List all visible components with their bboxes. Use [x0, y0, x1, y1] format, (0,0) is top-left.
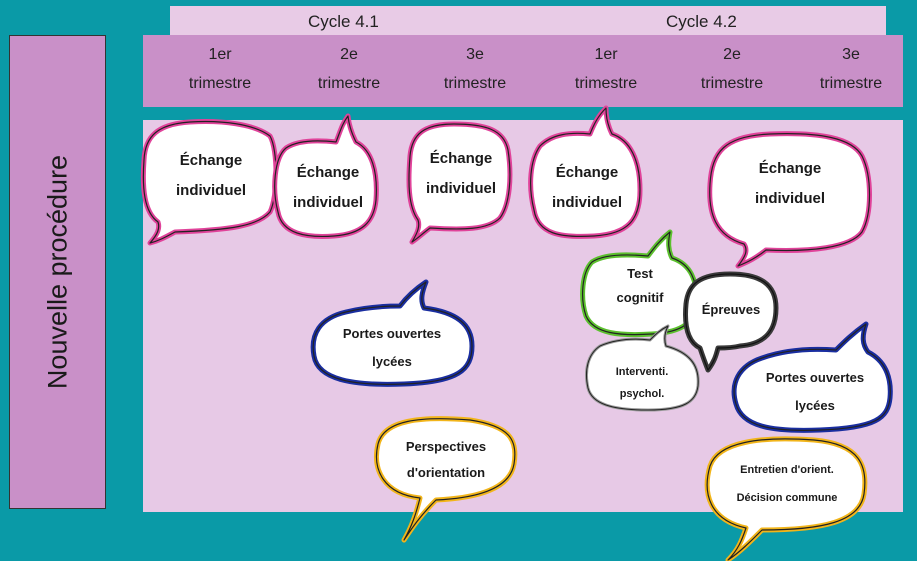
bubble-portes-ouvertes-1	[310, 279, 475, 387]
bubble-entretien	[704, 436, 868, 561]
bubble-echange-1	[140, 119, 279, 246]
bubble-perspectives	[374, 416, 518, 543]
interventi-text: Interventi.psychol.	[615, 366, 669, 400]
bubble-echange-2	[272, 113, 379, 239]
cycle-label-4-2: Cycle 4.2	[666, 12, 737, 31]
bubble-echange-3	[406, 121, 513, 245]
bubble-echange-5	[707, 131, 872, 269]
epreuves-text: Épreuves	[701, 301, 761, 317]
bubble-epreuves	[683, 271, 779, 373]
side-panel: Nouvelle procédure	[9, 35, 106, 509]
bubble-portes-ouvertes-2	[731, 321, 893, 433]
entretien-text: Entretien d'orient.Décision commune	[736, 464, 838, 504]
bubble-test-cognitif	[580, 229, 699, 338]
bubble-interventi	[585, 324, 700, 412]
cycle-header: Cycle 4.1 Cycle 4.2	[170, 6, 886, 37]
cycle-label-4-1: Cycle 4.1	[308, 12, 379, 31]
bubble-echange-4	[528, 105, 643, 239]
